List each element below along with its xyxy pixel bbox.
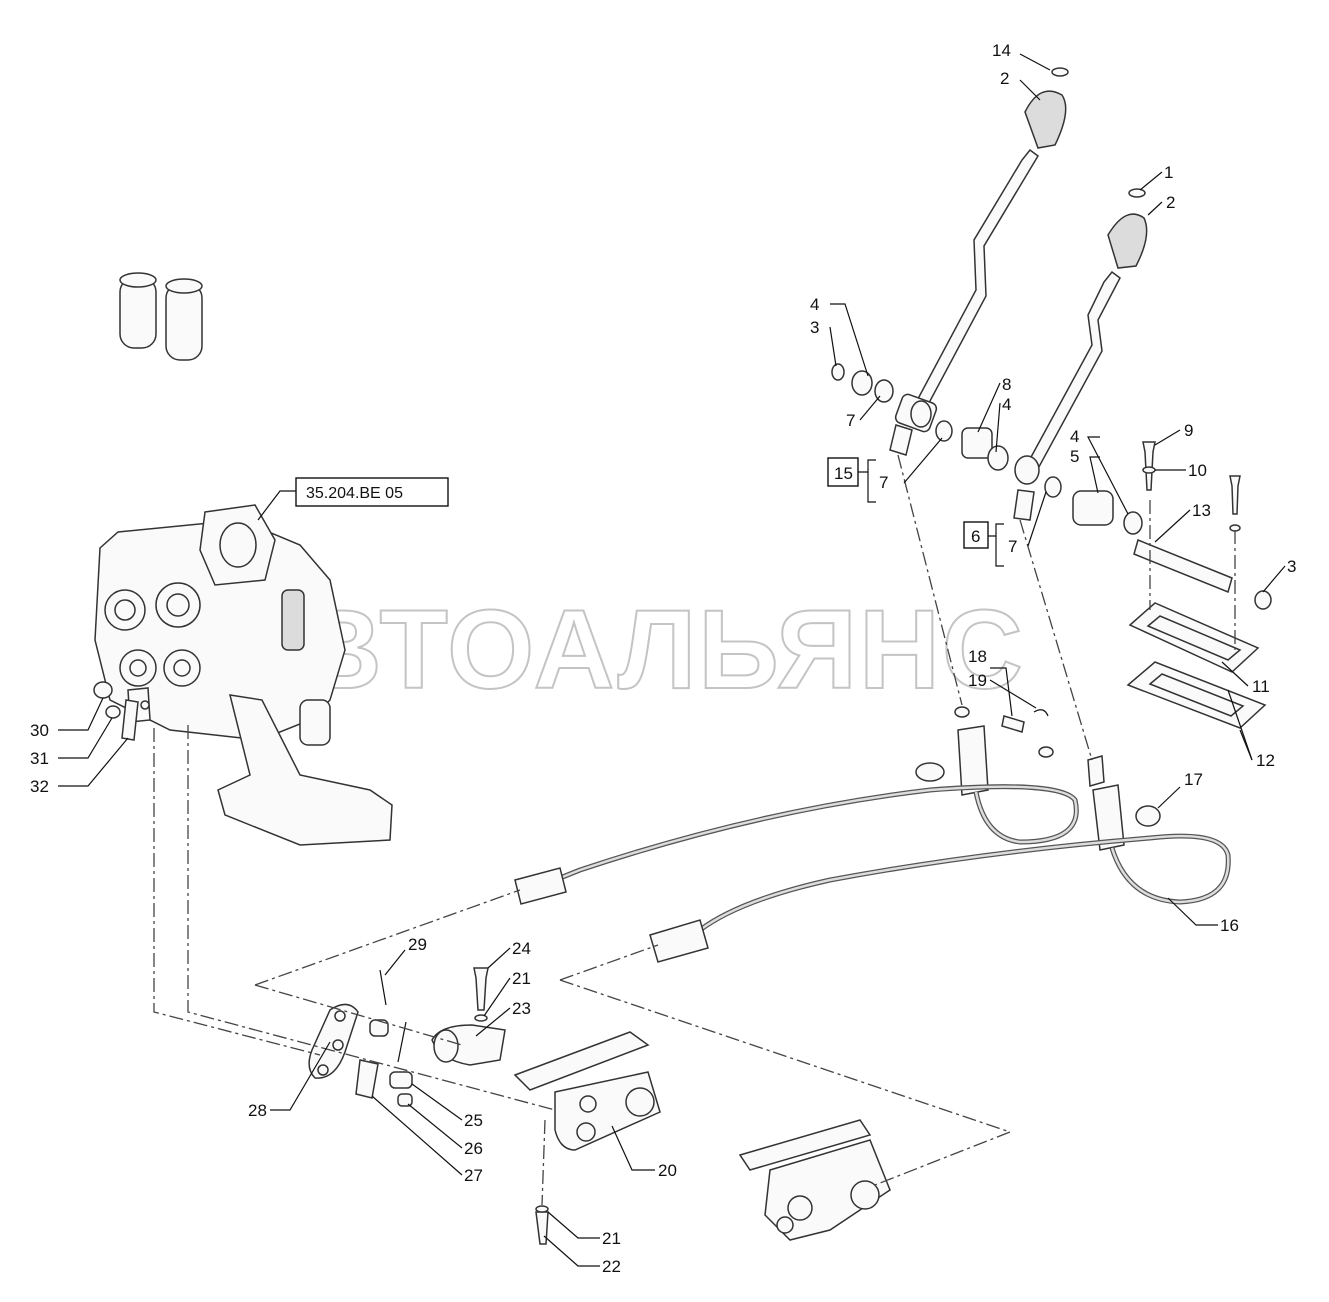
label-11: 11 [1252,677,1270,696]
plate-32 [121,699,139,741]
label-4a: 4 [810,295,819,314]
label-7c: 7 [1008,537,1017,556]
label-30: 30 [30,721,49,740]
spacer-5 [1072,490,1114,526]
washer-4c [1123,511,1143,535]
control-valve-assembly [94,272,393,846]
clevis-right-body [1087,755,1105,787]
bushing-25 [389,1071,413,1089]
washer-21 [474,1014,488,1022]
washer-21b [535,1205,549,1213]
cable-lower-16 [649,784,1231,963]
ring-17 [1135,805,1161,827]
assembly-lines [153,454,1236,1206]
bushing-7b [935,420,953,442]
label-32: 32 [30,777,49,796]
spacer-8 [961,427,993,459]
washer-4b [987,445,1009,471]
nut-10 [1142,466,1156,474]
label-7a: 7 [846,411,855,430]
cover-plate-11-slot [1146,615,1242,661]
label-29: 29 [408,935,427,954]
label-7b: 7 [879,473,888,492]
watermark: АВТОАЛЬЯНС [218,587,1025,712]
boxed-label-15: 15 [827,457,876,503]
label-2b: 2 [1166,193,1175,212]
label-17: 17 [1184,770,1203,789]
bolt-9b [1229,475,1241,515]
bushing-7c [1044,476,1062,498]
link-28 [308,1003,359,1079]
svg-text:6: 6 [971,527,980,546]
clevis-left [954,706,970,718]
label-9: 9 [1184,421,1193,440]
label-2a: 2 [1000,69,1009,88]
label-14: 14 [992,41,1011,60]
label-21b: 21 [602,1229,621,1248]
svg-text:15: 15 [834,464,853,483]
label-16: 16 [1220,916,1239,935]
label-20: 20 [658,1161,677,1180]
reference-box-label: 35.204.BE 05 [306,485,403,502]
pin-29 [379,969,387,1006]
label-12: 12 [1256,751,1275,770]
clip-3b [1254,590,1272,610]
label-24: 24 [512,939,531,958]
label-4c: 4 [1070,427,1079,446]
cable-upper [514,725,1079,905]
label-8: 8 [1002,375,1011,394]
gasket-12-slot [1148,673,1245,717]
lever-right [1013,188,1148,521]
label-10: 10 [1188,461,1207,480]
label-3a: 3 [810,318,819,337]
label-28: 28 [248,1101,267,1120]
label-27: 27 [464,1166,483,1185]
label-3b: 3 [1287,557,1296,576]
label-13: 13 [1192,501,1211,520]
bracket-20-top [513,1031,650,1091]
label-25: 25 [464,1111,483,1130]
label-21a: 21 [512,969,531,988]
clip-19 [1033,709,1049,717]
leader-lines [58,53,1286,1267]
label-19: 19 [968,671,987,690]
label-23: 23 [512,999,531,1018]
bracket-27 [355,1059,379,1099]
label-26: 26 [464,1139,483,1158]
part-labels: 14 2 1 2 4 3 7 8 4 7 7 4 5 9 10 13 3 11 … [30,41,1296,1276]
boxed-label-6: 6 [963,521,1004,567]
label-18: 18 [968,647,987,666]
clip-3 [831,363,845,381]
bolt-24 [473,967,489,1011]
pin-18 [1001,715,1025,733]
label-31: 31 [30,749,49,768]
label-1: 1 [1164,163,1173,182]
clevis-right [1038,746,1054,758]
washer-30 [93,681,113,699]
pivot-pin-13 [1133,538,1233,594]
label-4b: 4 [1002,395,1011,414]
washer-31 [105,705,121,719]
washer-4 [851,370,873,396]
rear-valve-top [738,1119,872,1171]
bushing-upper [369,1019,389,1037]
reference-box [295,477,449,507]
bushing-26 [397,1093,413,1107]
bolt-22 [535,1211,549,1245]
label-5: 5 [1070,447,1079,466]
lever-left [889,67,1069,456]
bolt-9 [1142,441,1156,491]
label-22: 22 [602,1257,621,1276]
